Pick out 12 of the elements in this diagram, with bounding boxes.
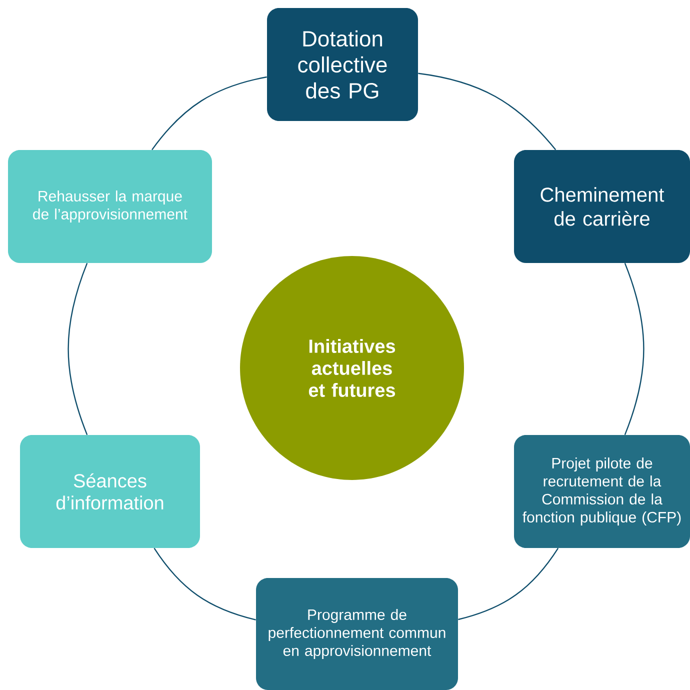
connector-arc — [418, 72, 556, 150]
process-box: Rehausser la marque de l’approvisionnement — [8, 150, 212, 263]
process-box: Séances d’information — [20, 435, 200, 548]
process-box: Cheminement de carrière — [514, 150, 690, 263]
connector-arc — [154, 548, 256, 620]
connector-arc — [68, 262, 88, 436]
process-box: Projet pilote de recrutement de la Commission de la fonction publique (CFP) — [514, 435, 690, 548]
process-box: Dotation collective des PG — [267, 8, 418, 121]
connector-arc — [624, 262, 644, 436]
connector-arc — [152, 76, 267, 150]
connector-arc — [458, 548, 559, 620]
process-box: Programme de perfectionnement commun en approvisionnement — [256, 578, 458, 690]
